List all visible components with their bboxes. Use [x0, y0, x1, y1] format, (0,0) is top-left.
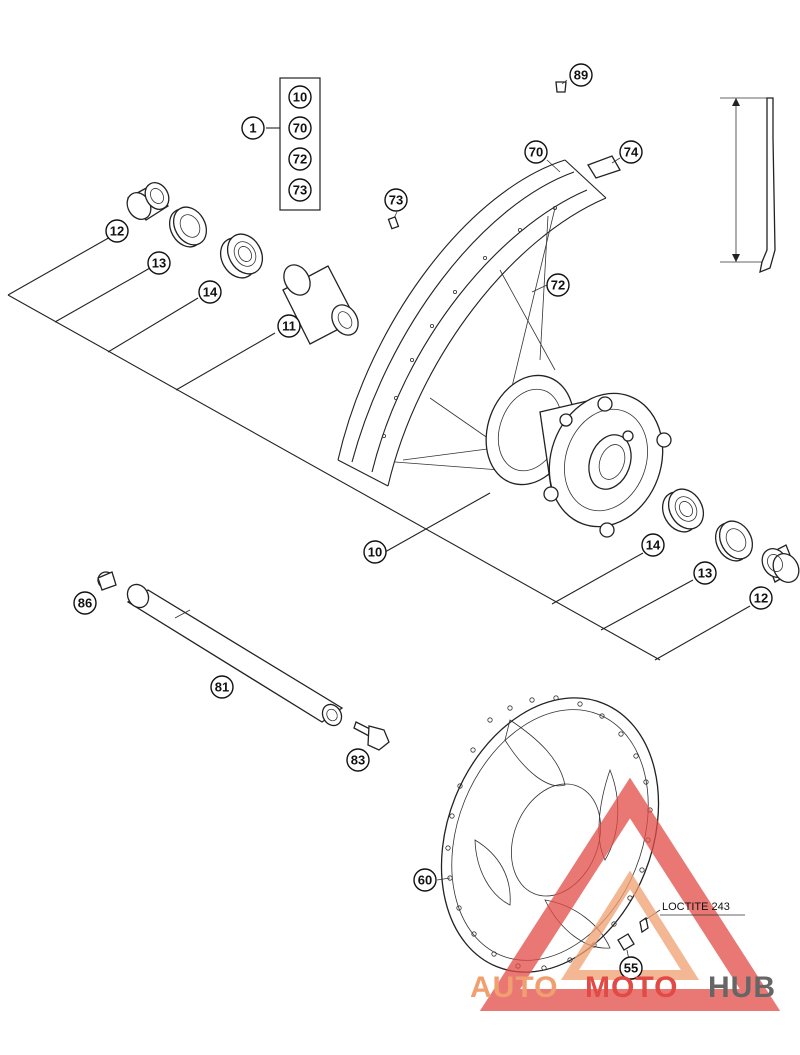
callout-89: 89	[569, 63, 593, 87]
callout-14-left: 14	[198, 280, 222, 304]
callout-74: 74	[619, 140, 643, 164]
spoke-length-dimension	[720, 97, 776, 274]
callout-70-kit: 70	[288, 116, 312, 140]
callout-14-right: 14	[641, 533, 665, 557]
callout-11: 11	[277, 314, 301, 338]
bearing-14-right	[661, 488, 705, 533]
callout-73-kit: 73	[288, 178, 312, 202]
callout-13-right: 13	[693, 561, 717, 585]
callout-13-left: 13	[147, 251, 171, 275]
svg-text:73: 73	[293, 183, 307, 198]
rim-tape-74	[587, 155, 621, 179]
callout-73-nipple: 73	[384, 188, 408, 212]
svg-text:10: 10	[368, 545, 382, 560]
axle-cap-86	[97, 571, 117, 591]
callout-1: 1	[241, 116, 265, 140]
svg-text:11: 11	[282, 319, 296, 334]
callout-70-rim: 70	[524, 140, 548, 164]
svg-text:10: 10	[293, 90, 307, 105]
svg-text:83: 83	[351, 753, 365, 768]
disc-bolt-55	[617, 909, 661, 951]
callout-10-kit: 10	[288, 85, 312, 109]
svg-text:60: 60	[418, 873, 432, 888]
loctite-note: LOCTITE 243	[660, 901, 745, 916]
callout-72-kit: 72	[288, 147, 312, 171]
svg-text:86: 86	[78, 596, 92, 611]
svg-text:73: 73	[389, 193, 403, 208]
svg-text:1: 1	[249, 121, 256, 136]
wheel-hub-10	[485, 374, 672, 538]
svg-text:89: 89	[574, 68, 588, 83]
svg-text:MOTO: MOTO	[585, 971, 678, 1004]
svg-text:13: 13	[698, 566, 712, 581]
distance-sleeve-11	[282, 264, 359, 345]
wheel-axle-81	[126, 583, 344, 727]
svg-text:12: 12	[110, 224, 124, 239]
callout-12-left: 12	[105, 219, 129, 243]
seal-13-right	[714, 520, 754, 562]
callout-83: 83	[346, 748, 370, 772]
callout-86: 86	[73, 591, 97, 615]
spokes-72	[394, 207, 556, 471]
svg-text:14: 14	[203, 285, 218, 300]
seal-13-left	[168, 206, 208, 248]
svg-text:70: 70	[529, 145, 543, 160]
watermark-text: AUTO MOTO HUB	[470, 971, 776, 1004]
callout-10-hub: 10	[363, 540, 387, 564]
axle-screw-83	[353, 721, 390, 751]
callout-12-right: 12	[749, 586, 773, 610]
callout-55: 55	[619, 956, 643, 980]
callout-72-spokes: 72	[546, 273, 570, 297]
callout-81: 81	[210, 675, 234, 699]
valve-cap-89	[555, 81, 567, 93]
spacer-12-right	[761, 544, 800, 583]
svg-text:55: 55	[624, 961, 638, 976]
svg-text:13: 13	[152, 256, 166, 271]
svg-text:HUB: HUB	[708, 971, 776, 1004]
spacer-12-left	[126, 182, 170, 221]
svg-text:81: 81	[215, 680, 229, 695]
svg-text:12: 12	[754, 591, 768, 606]
svg-text:70: 70	[293, 121, 307, 136]
svg-text:AUTO: AUTO	[470, 971, 558, 1004]
svg-text:74: 74	[624, 145, 639, 160]
bearing-14-left	[219, 233, 264, 279]
svg-text:72: 72	[293, 152, 307, 167]
spoke-nipple-73	[387, 216, 400, 230]
loctite-label: LOCTITE 243	[662, 901, 730, 913]
svg-text:14: 14	[646, 538, 661, 553]
assembly-axis-lines	[7, 235, 751, 661]
callout-60: 60	[413, 868, 437, 892]
wheel-rim-70	[337, 159, 607, 487]
svg-text:72: 72	[551, 278, 565, 293]
